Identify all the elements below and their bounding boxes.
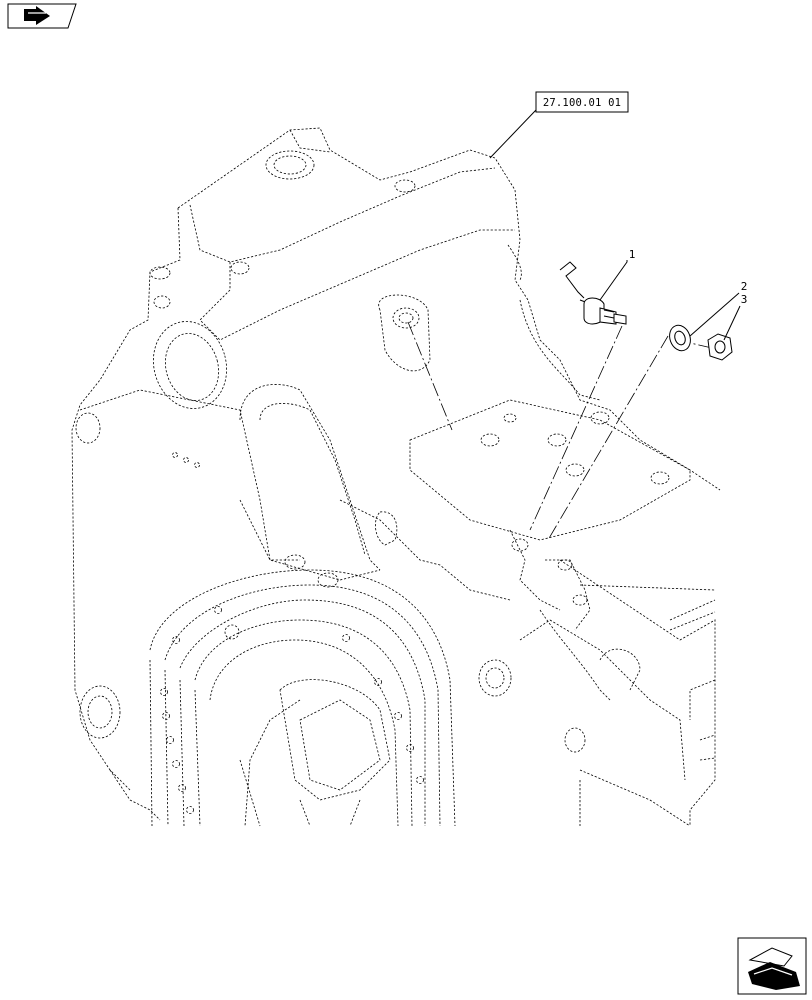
- reference-label-text: 27.100.01 01: [543, 97, 621, 109]
- back-arrow-icon[interactable]: [7, 3, 77, 29]
- callout-3-number: 3: [741, 293, 748, 306]
- part-3-nut[interactable]: [707, 333, 733, 361]
- transmission-housing: [71, 127, 721, 827]
- centerline-boss: [407, 321, 453, 431]
- part-2-washer[interactable]: [666, 322, 694, 353]
- callout-1[interactable]: 1: [599, 248, 636, 301]
- next-arrow-icon[interactable]: [737, 937, 807, 995]
- callout-1-number: 1: [629, 248, 636, 261]
- part-1-sensor[interactable]: [559, 261, 627, 325]
- callout-2[interactable]: 2: [689, 280, 748, 337]
- reference-label[interactable]: 27.100.01 01: [535, 91, 629, 113]
- callout-2-number: 2: [741, 280, 748, 293]
- centerline-washer: [547, 335, 669, 541]
- centerline-sender: [529, 325, 623, 531]
- callout-3[interactable]: 3: [723, 293, 748, 341]
- reference-leader-line: [489, 109, 537, 159]
